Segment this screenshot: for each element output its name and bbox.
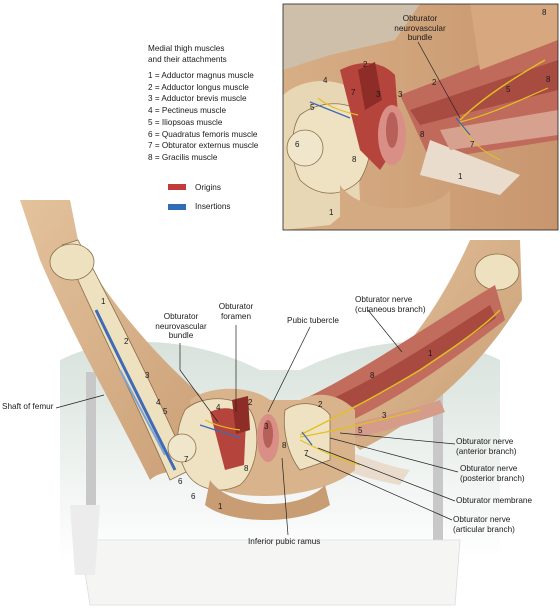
inset-number: 3 [398, 90, 403, 99]
main-number: 1 [101, 297, 106, 306]
main-number: 7 [304, 449, 309, 458]
inset-number: 2 [363, 60, 368, 69]
obturator-membrane-label: Obturator membrane [456, 496, 532, 505]
shaft-of-femur-label: Shaft of femur [2, 402, 54, 411]
main-number: 5 [358, 426, 363, 435]
legend-item: 7 = Obturator externus muscle [148, 141, 259, 151]
main-illustration [20, 200, 522, 606]
inset-number: 2 [432, 78, 437, 87]
main-number: 2 [248, 398, 253, 407]
pubic-tubercle-label: Pubic tubercle [287, 316, 339, 325]
main-number: 8 [244, 464, 249, 473]
main-number: 8 [370, 371, 375, 380]
obturator-nerve-anterior-label: Obturator nerve (anterior branch) [456, 437, 517, 456]
legend-item: 5 = Iliopsoas muscle [148, 117, 223, 127]
legend-list: 1 = Adductor magnus muscle 2 = Adductor … [148, 70, 258, 164]
obturator-nerve-cutaneous-label: Obturator nerve (cutaneous branch) [355, 295, 426, 314]
inset-number: 1 [329, 208, 334, 217]
legend-item: 6 = Quadratus femoris muscle [148, 129, 258, 139]
inset-number: 4 [323, 76, 328, 85]
legend-swatches [168, 184, 186, 210]
obturator-nerve-articular-label: Obturator nerve (articular branch) [453, 515, 515, 534]
main-number: 1 [428, 349, 433, 358]
inset-number: 8 [546, 75, 551, 84]
inset-number: 6 [295, 140, 300, 149]
inferior-pubic-ramus-label: Inferior pubic ramus [248, 537, 321, 546]
inset-number: 8 [352, 155, 357, 164]
main-number: 8 [282, 441, 287, 450]
legend-item: 3 = Adductor brevis muscle [148, 94, 247, 104]
main-number: 6 [178, 477, 183, 486]
main-number: 3 [145, 371, 150, 380]
main-number: 5 [163, 407, 168, 416]
obturator-foramen-label: Obturator foramen [218, 302, 254, 321]
legend-title-line-2: and their attachments [148, 54, 227, 64]
inset-number: 8 [542, 8, 547, 17]
inset-number: 8 [420, 130, 425, 139]
insertions-label: Insertions [195, 202, 231, 211]
inset-illustration [282, 3, 559, 231]
leader-lines [55, 41, 461, 536]
inset-number: 7 [470, 140, 475, 149]
obturator-nerve-posterior-label: Obturator nerve (posterior branch) [460, 464, 525, 483]
legend-item: 4 = Pectineus muscle [148, 106, 227, 116]
legend-title: Medial thigh muscles and their attachmen… [148, 44, 227, 65]
inset-neurovascular-label: Obturator neurovascular bundle [394, 14, 446, 43]
main-number: 2 [318, 400, 323, 409]
main-number: 3 [264, 422, 269, 431]
legend-item: 1 = Adductor magnus muscle [148, 71, 254, 80]
main-number: 1 [218, 502, 223, 511]
origins-label: Origins [195, 183, 221, 192]
inset-number: 5 [310, 103, 315, 112]
main-number: 3 [382, 411, 387, 420]
inset-number: 1 [458, 172, 463, 181]
inset-number: 5 [506, 85, 511, 94]
main-number: 2 [124, 337, 129, 346]
insertion-swatch [168, 204, 186, 210]
legend-item: 8 = Gracilis muscle [148, 152, 218, 162]
legend-title-line-1: Medial thigh muscles [148, 44, 225, 53]
main-number: 4 [156, 398, 161, 407]
legend-item: 2 = Adductor longus muscle [148, 82, 249, 92]
main-number: 6 [191, 492, 196, 501]
inset-number: 7 [351, 88, 356, 97]
main-number: 7 [184, 455, 189, 464]
neurovascular-bundle-label: Obturator neurovascular bundle [155, 312, 207, 341]
origin-swatch [168, 184, 186, 190]
inset-number: 3 [376, 90, 381, 99]
main-number: 4 [216, 403, 221, 412]
